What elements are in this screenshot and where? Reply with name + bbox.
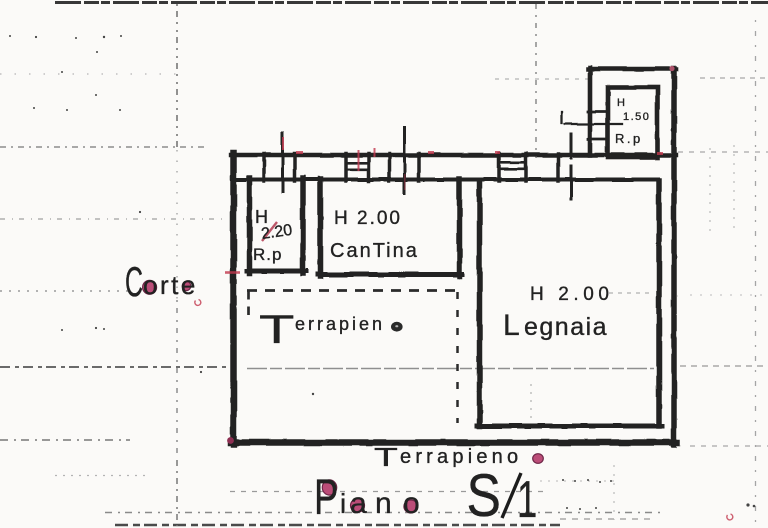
svg-text:H: H xyxy=(255,207,268,227)
svg-text:o: o xyxy=(403,487,420,520)
svg-text:S: S xyxy=(467,461,501,528)
svg-text:orte: orte xyxy=(143,270,198,300)
svg-text:errapieno: errapieno xyxy=(400,446,522,468)
svg-text:T: T xyxy=(259,307,294,352)
svg-text:H 2.00: H 2.00 xyxy=(530,284,614,305)
svg-text:R.p: R.p xyxy=(253,245,282,264)
svg-text:H 2.00: H 2.00 xyxy=(334,208,402,229)
svg-text:CanTina: CanTina xyxy=(330,240,419,262)
svg-text:P: P xyxy=(314,469,338,525)
svg-text:a: a xyxy=(350,487,367,520)
svg-text:errapien: errapien xyxy=(295,314,385,334)
svg-text:T: T xyxy=(374,443,398,472)
svg-text:n: n xyxy=(375,487,392,520)
svg-text:i: i xyxy=(340,488,346,519)
svg-text:H: H xyxy=(617,97,625,109)
svg-text:L: L xyxy=(503,309,520,342)
svg-text:egnaia: egnaia xyxy=(524,313,608,341)
svg-text:C: C xyxy=(125,258,143,305)
svg-text:1.50: 1.50 xyxy=(623,111,650,123)
svg-text:R.p: R.p xyxy=(615,131,643,146)
svg-text:2.20: 2.20 xyxy=(260,222,293,243)
svg-text:1: 1 xyxy=(517,469,537,528)
